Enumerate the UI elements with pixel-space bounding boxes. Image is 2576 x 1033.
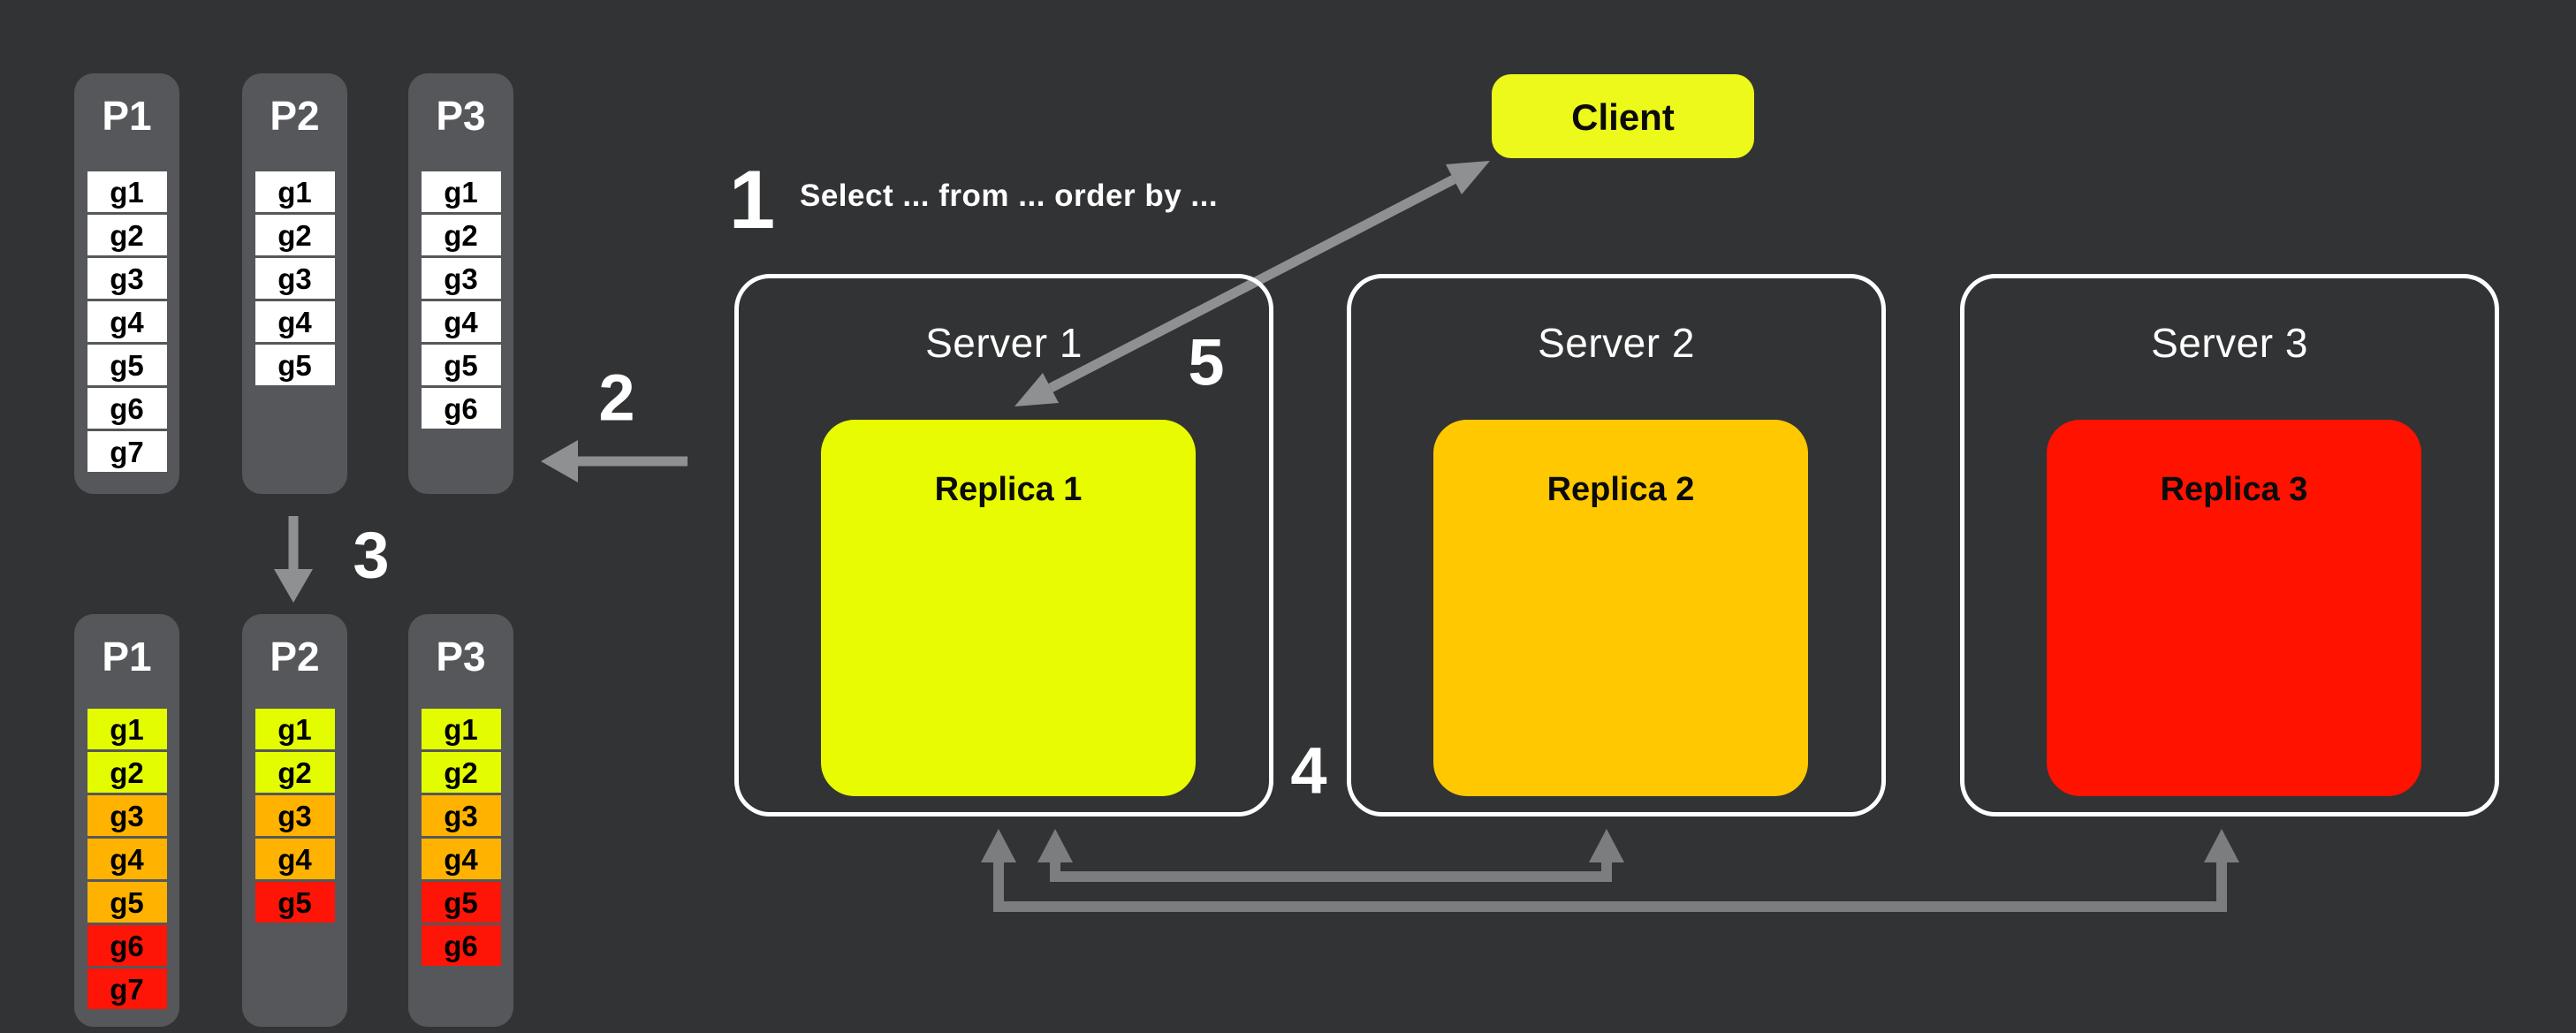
partition-cell: g5 <box>421 345 501 385</box>
partition-label: P2 <box>270 634 320 680</box>
replica-2: Replica 2 <box>1433 420 1808 796</box>
partition-cell: g7 <box>87 968 167 1009</box>
replica-3: Replica 3 <box>2047 420 2421 796</box>
step-1-query-text: Select ... from ... order by ... <box>800 178 1219 213</box>
partition-cell: g5 <box>255 345 335 385</box>
partition-label: P1 <box>102 93 152 139</box>
replica-3-label: Replica 3 <box>2160 471 2308 508</box>
partition-cell: g1 <box>255 709 335 749</box>
partition-cell: g5 <box>421 882 501 923</box>
partition-cell: g1 <box>255 171 335 212</box>
step-4-number: 4 <box>1290 733 1327 808</box>
server-1: Server 1 Replica 1 <box>734 274 1273 817</box>
replica-2-label: Replica 2 <box>1546 471 1695 508</box>
partition-cell: g6 <box>421 925 501 966</box>
partition-label: P2 <box>270 93 320 139</box>
partition-cell: g2 <box>255 215 335 255</box>
partition-cell: g2 <box>255 752 335 793</box>
partition-cell: g5 <box>87 882 167 923</box>
replica-1-label: Replica 1 <box>934 471 1083 508</box>
partition-cell: g2 <box>87 215 167 255</box>
partition-cell: g3 <box>421 795 501 836</box>
partition-cell: g7 <box>87 431 167 472</box>
replica-1: Replica 1 <box>821 420 1196 796</box>
partition-cell: g5 <box>255 882 335 923</box>
partition-cell: g4 <box>421 839 501 879</box>
partition-cell: g3 <box>87 795 167 836</box>
partition-cell: g1 <box>421 171 501 212</box>
partition-cell: g4 <box>87 839 167 879</box>
server-3: Server 3 Replica 3 <box>1960 274 2499 817</box>
step-1-number: 1 <box>728 153 776 246</box>
partition-cell: g6 <box>87 925 167 966</box>
partition-cell: g6 <box>421 388 501 429</box>
partition-cell: g1 <box>421 709 501 749</box>
partition-cell: g6 <box>87 388 167 429</box>
client-label: Client <box>1571 96 1675 138</box>
partition-label: P3 <box>436 93 486 139</box>
partition-cell: g4 <box>255 301 335 342</box>
partition-cell: g3 <box>87 258 167 299</box>
partition-cell: g4 <box>87 301 167 342</box>
partition-label: P3 <box>436 634 486 680</box>
client-box: Client <box>1492 74 1754 158</box>
server-2: Server 2 Replica 2 <box>1347 274 1886 817</box>
partition-cell: g2 <box>421 752 501 793</box>
arrow-server1-server2 <box>1037 829 1624 882</box>
arrow-step-2 <box>541 440 688 482</box>
partition-cell: g4 <box>421 301 501 342</box>
step-3-number: 3 <box>353 518 390 592</box>
partition-cell: g4 <box>255 839 335 879</box>
server-2-label: Server 2 <box>1538 320 1695 366</box>
partition-cell: g1 <box>87 171 167 212</box>
arrow-server1-server3 <box>981 829 2239 912</box>
partition-cell: g3 <box>255 258 335 299</box>
partition-label: P1 <box>102 634 152 680</box>
step-5-number: 5 <box>1188 325 1225 399</box>
server-3-label: Server 3 <box>2151 320 2308 366</box>
step-2-number: 2 <box>598 361 635 435</box>
partition-cell: g2 <box>421 215 501 255</box>
server-1-label: Server 1 <box>925 320 1083 366</box>
partition-cell: g3 <box>255 795 335 836</box>
arrow-step-3 <box>274 516 313 603</box>
partition-cell: g3 <box>421 258 501 299</box>
partition-cell: g5 <box>87 345 167 385</box>
partition-cell: g2 <box>87 752 167 793</box>
partition-cell: g1 <box>87 709 167 749</box>
